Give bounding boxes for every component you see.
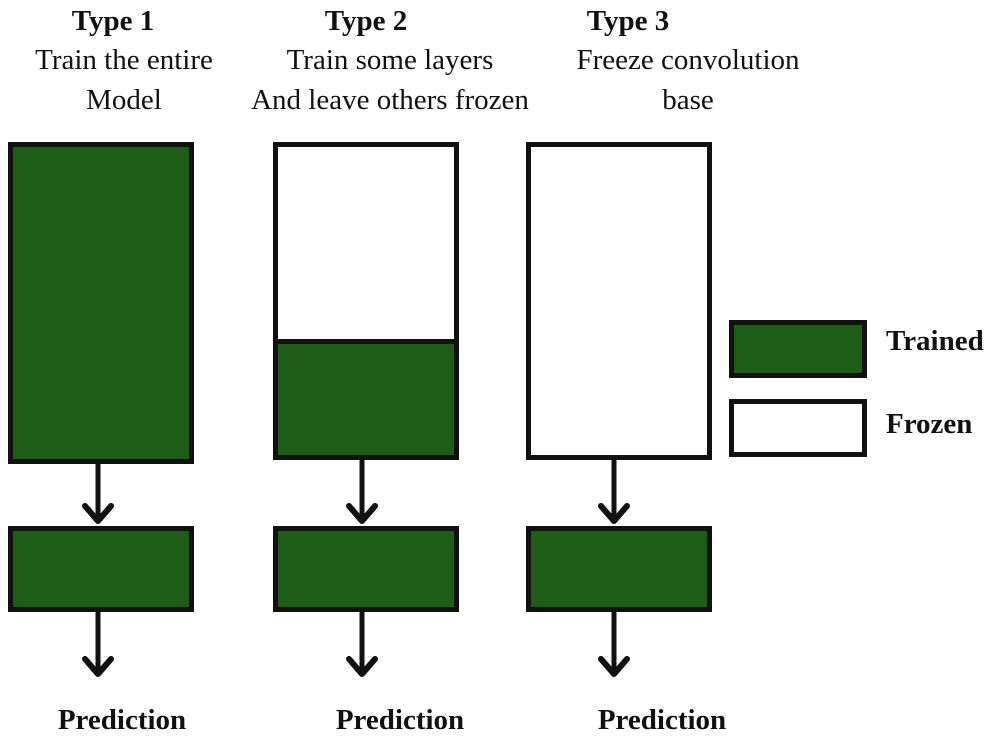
column-2-subtitle-line-2: And leave others frozen xyxy=(251,84,529,116)
column-1-head-block xyxy=(8,526,194,612)
column-2-subtitle: Train some layers And leave others froze… xyxy=(251,40,529,120)
legend-trained-label: Trained xyxy=(886,325,984,357)
column-2-subtitle-line-1: Train some layers xyxy=(286,44,494,76)
column-3-title: Type 3 xyxy=(586,5,670,37)
column-2-arrow-to-prediction xyxy=(346,611,378,677)
column-2-prediction-label: Prediction xyxy=(335,704,465,736)
column-3-prediction-label: Prediction xyxy=(597,704,727,736)
column-1-arrow-to-prediction xyxy=(82,611,114,677)
column-1-base-block xyxy=(8,142,194,464)
column-3-base-block xyxy=(526,142,712,460)
legend-trained-swatch xyxy=(729,320,867,378)
column-1-subtitle: Train the entire Model xyxy=(35,40,213,120)
column-3-arrow-to-head xyxy=(598,458,630,524)
column-2-base-block xyxy=(273,142,459,460)
column-1-subtitle-line-2: Model xyxy=(86,84,162,116)
column-2-arrow-to-head xyxy=(346,458,378,524)
column-3-subtitle: Freeze convolution base xyxy=(576,40,799,120)
column-2-base-trained-fill xyxy=(278,339,454,455)
column-3-subtitle-line-1: Freeze convolution xyxy=(576,44,800,76)
column-1-subtitle-line-1: Train the entire xyxy=(35,44,213,76)
column-3-head-block xyxy=(526,526,712,612)
column-1-prediction-label: Prediction xyxy=(57,704,187,736)
column-1-title: Type 1 xyxy=(71,5,155,37)
column-2-head-block xyxy=(273,526,459,612)
column-1-arrow-to-head xyxy=(82,462,114,524)
legend-frozen-label: Frozen xyxy=(886,408,973,440)
column-3-subtitle-line-2: base xyxy=(662,84,714,116)
column-3-arrow-to-prediction xyxy=(598,611,630,677)
legend-frozen-swatch xyxy=(729,399,867,457)
column-1-base-trained-fill xyxy=(13,147,189,459)
column-2-title: Type 2 xyxy=(324,5,408,37)
